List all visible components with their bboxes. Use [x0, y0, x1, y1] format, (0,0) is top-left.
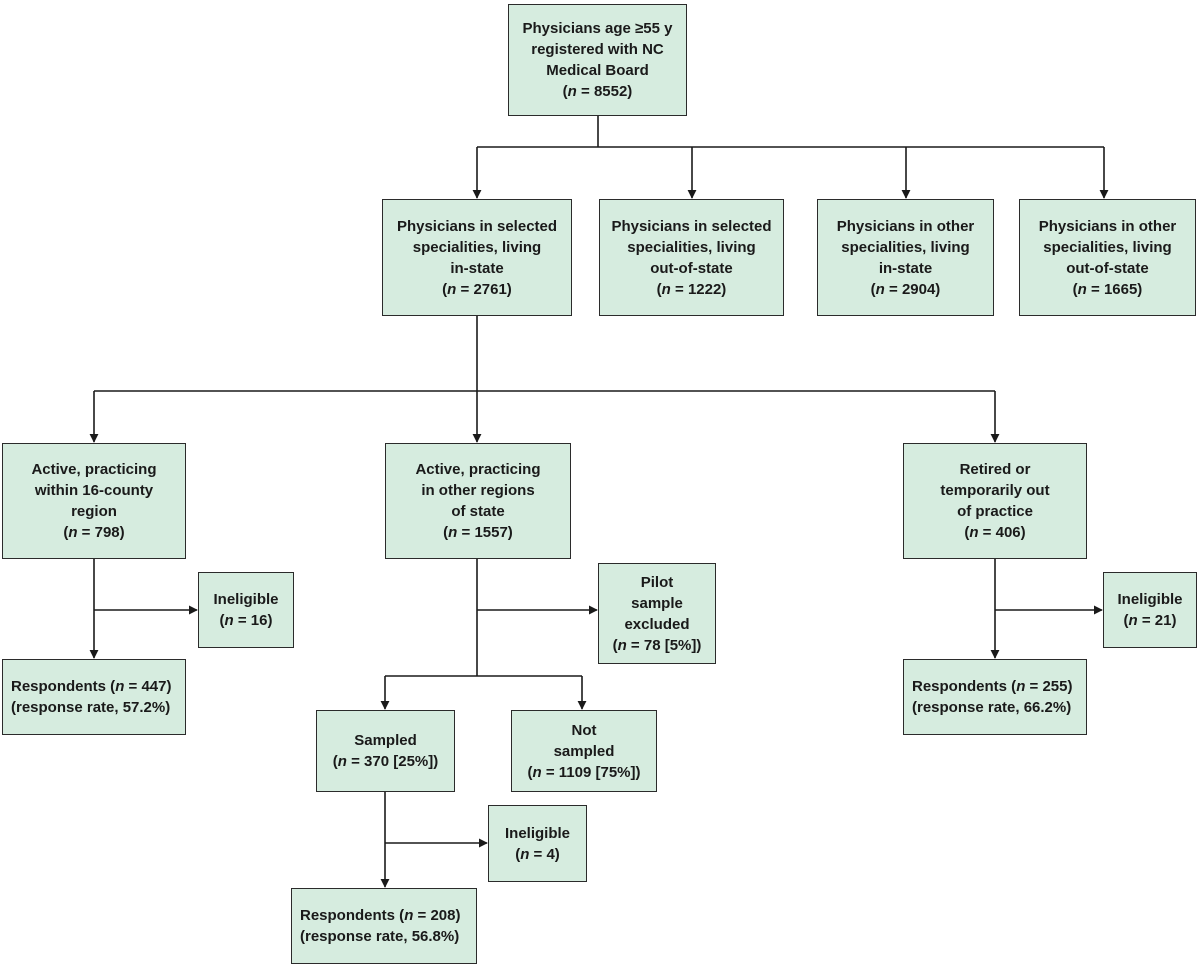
node-other-out-of-state-line-1: Physicians in other — [1038, 217, 1177, 235]
node-other-out-of-state: Physicians in other specialities, living… — [1019, 199, 1196, 316]
node-other-out-of-state-n-value: = 1665) — [1086, 280, 1143, 298]
node-selected-out-of-state-line-2: specialities, living — [627, 238, 756, 256]
node-respondents-retired-label: Respondents ( — [912, 678, 1017, 695]
node-other-in-state-line-2: specialities, living — [841, 238, 970, 256]
node-active-16-county-n-label: n — [68, 524, 78, 541]
node-root-line-3: Medical Board — [546, 62, 649, 79]
node-selected-out-of-state-line-3: out-of-state — [650, 259, 733, 277]
node-active-other-regions-line-1: Active, practicing — [415, 461, 541, 478]
node-ineligible-retired-n-label: n — [1128, 612, 1138, 629]
node-respondents-sampled-n-label: n — [404, 907, 414, 924]
node-selected-in-state-line-3: in-state — [450, 259, 504, 277]
node-ineligible-sampled-line-1: Ineligible — [504, 824, 570, 842]
node-active-other-regions-n-label: n — [448, 524, 458, 541]
node-retired-line-2: temporarily out — [940, 482, 1050, 499]
node-respondents-16: Respondents (n = 447) (response rate, 57… — [2, 659, 186, 735]
node-sampled: Sampled (n = 370 [25%]) — [316, 710, 455, 792]
node-ineligible-retired-line-1: Ineligible — [1117, 591, 1183, 608]
node-pilot-excluded-line-1: Pilot — [640, 573, 674, 591]
node-root-n-value: = 8552) — [576, 83, 633, 100]
node-active-other-regions-line-3: of state — [451, 503, 505, 520]
node-ineligible-16-n-value: = 16) — [233, 612, 273, 629]
node-root-line-2: registered with NC — [531, 41, 664, 58]
node-selected-in-state: Physicians in selected specialities, liv… — [382, 199, 572, 316]
node-selected-out-of-state-n-label: n — [661, 280, 671, 298]
node-ineligible-sampled: Ineligible (n = 4) — [488, 805, 587, 882]
node-active-16-county: Active, practicing within 16-county regi… — [2, 443, 186, 559]
node-respondents-sampled-rate: (response rate, 56.8%) — [300, 928, 460, 945]
node-retired: Retired or temporarily out of practice (… — [903, 443, 1087, 559]
node-ineligible-16-line-1: Ineligible — [213, 591, 279, 608]
node-root: Physicians age ≥55 y registered with NC … — [508, 4, 687, 116]
node-active-16-county-line-3: region — [71, 503, 117, 520]
node-other-in-state: Physicians in other specialities, living… — [817, 199, 994, 316]
node-not-sampled-line-1: Not — [571, 721, 597, 739]
node-other-out-of-state-n-label: n — [1077, 280, 1087, 298]
node-respondents-16-n-label: n — [115, 678, 125, 695]
node-ineligible-16-n-label: n — [224, 612, 234, 629]
node-other-out-of-state-line-2: specialities, living — [1043, 238, 1172, 256]
node-other-in-state-n-value: = 2904) — [884, 280, 941, 298]
node-not-sampled-line-2: sampled — [553, 742, 615, 760]
node-pilot-excluded-line-2: sample — [631, 594, 683, 612]
node-ineligible-retired-n-value: = 21) — [1137, 612, 1177, 629]
node-ineligible-sampled-n-label: n — [520, 845, 530, 863]
node-sampled-n-value: = 370 [25%]) — [346, 753, 439, 770]
node-retired-line-1: Retired or — [959, 461, 1031, 478]
node-pilot-excluded-n-value: = 78 [5%]) — [626, 636, 702, 654]
node-active-16-county-line-2: within 16-county — [34, 482, 154, 499]
node-pilot-excluded-line-3: excluded — [624, 615, 690, 633]
node-not-sampled-n-value: = 1109 [75%]) — [541, 763, 641, 781]
node-selected-in-state-line-1: Physicians in selected — [396, 217, 558, 235]
node-respondents-16-rate: (response rate, 57.2%) — [11, 699, 171, 716]
node-selected-in-state-line-2: specialities, living — [412, 238, 542, 256]
node-selected-out-of-state-line-1: Physicians in selected — [611, 217, 772, 235]
node-respondents-retired-n-value: = 255) — [1025, 678, 1073, 695]
node-respondents-sampled-n-value: = 208) — [413, 907, 461, 924]
node-active-other-regions-n-value: = 1557) — [457, 524, 513, 541]
node-ineligible-retired: Ineligible (n = 21) — [1103, 572, 1197, 648]
node-active-16-county-line-1: Active, practicing — [31, 461, 157, 478]
node-ineligible-sampled-n-value: = 4) — [529, 845, 560, 863]
node-selected-in-state-n-value: = 2761) — [456, 280, 512, 298]
node-pilot-excluded: Pilot sample excluded (n = 78 [5%]) — [598, 563, 716, 664]
node-other-in-state-line-1: Physicians in other — [836, 217, 975, 235]
node-selected-in-state-n-label: n — [447, 280, 457, 298]
node-retired-line-3: of practice — [957, 503, 1033, 520]
node-ineligible-16: Ineligible (n = 16) — [198, 572, 294, 648]
node-selected-out-of-state: Physicians in selected specialities, liv… — [599, 199, 784, 316]
node-sampled-n-label: n — [337, 753, 347, 770]
node-respondents-retired-rate: (response rate, 66.2%) — [912, 699, 1072, 716]
node-root-n-label: n — [567, 83, 577, 100]
node-not-sampled-n-label: n — [532, 763, 542, 781]
node-selected-out-of-state-n-value: = 1222) — [670, 280, 727, 298]
node-pilot-excluded-n-label: n — [617, 636, 627, 654]
node-retired-n-label: n — [969, 524, 979, 541]
node-other-in-state-n-label: n — [875, 280, 885, 298]
node-other-in-state-line-3: in-state — [878, 259, 933, 277]
node-active-other-regions-line-2: in other regions — [421, 482, 535, 499]
node-respondents-retired: Respondents (n = 255) (response rate, 66… — [903, 659, 1087, 735]
node-respondents-retired-n-label: n — [1016, 678, 1026, 695]
node-respondents-16-label: Respondents ( — [11, 678, 116, 695]
node-respondents-sampled: Respondents (n = 208) (response rate, 56… — [291, 888, 477, 964]
node-retired-n-value: = 406) — [978, 524, 1026, 541]
node-sampled-line-1: Sampled — [354, 732, 417, 749]
node-respondents-sampled-label: Respondents ( — [300, 907, 405, 924]
node-active-other-regions: Active, practicing in other regions of s… — [385, 443, 571, 559]
node-respondents-16-n-value: = 447) — [124, 678, 172, 695]
node-root-line-1: Physicians age ≥55 y — [522, 20, 673, 37]
node-other-out-of-state-line-3: out-of-state — [1066, 259, 1149, 277]
node-not-sampled: Not sampled (n = 1109 [75%]) — [511, 710, 657, 792]
node-active-16-county-n-value: = 798) — [77, 524, 125, 541]
